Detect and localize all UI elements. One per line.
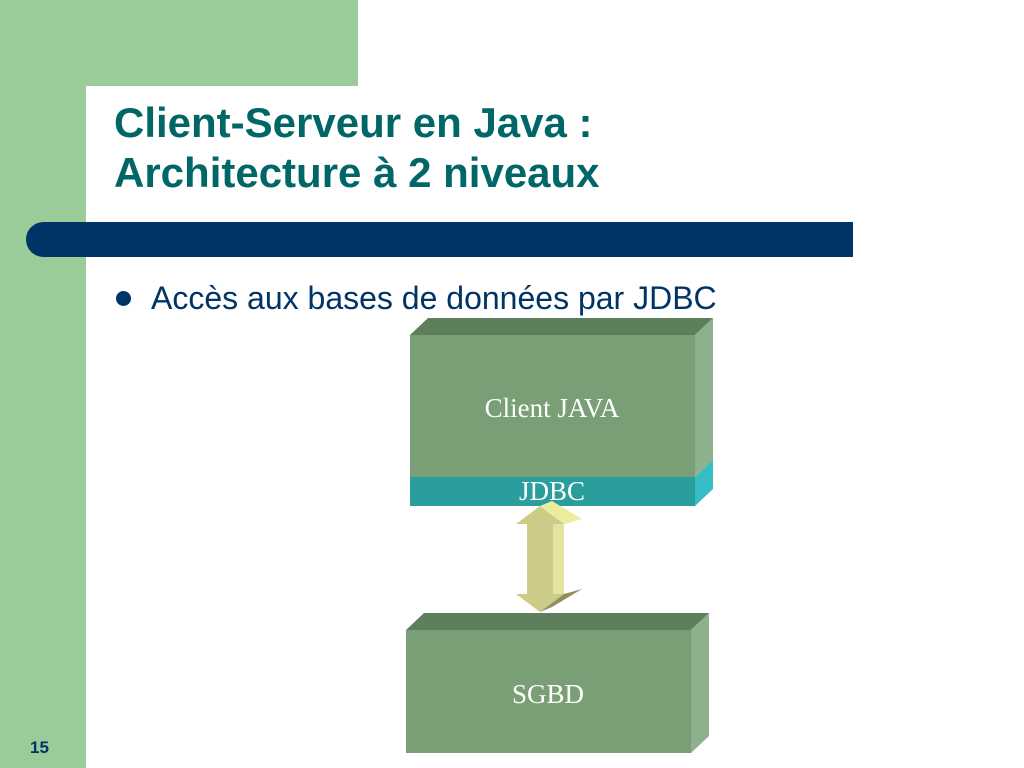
- bullet-dot-icon: [116, 290, 131, 306]
- jdbc-layer-side-face: [695, 460, 713, 506]
- bullet-item: Accès aux bases de données par JDBC: [116, 278, 717, 318]
- client-box-side-face: [695, 318, 713, 477]
- client-java-label: Client JAVA: [485, 393, 620, 423]
- jdbc-layer: JDBC: [410, 460, 713, 506]
- slide-title: Client-Serveur en Java : Architecture à …: [114, 98, 874, 198]
- arrow-shaft-highlight: [553, 524, 564, 594]
- sgbd-box-front-face: [406, 630, 691, 753]
- slide-title-line-2: Architecture à 2 niveaux: [114, 149, 600, 196]
- bullet-text: Accès aux bases de données par JDBC: [151, 279, 717, 316]
- client-java-box: Client JAVA: [410, 318, 713, 477]
- title-underline-bar: [26, 222, 853, 257]
- sgbd-box-top-face: [406, 613, 709, 630]
- slide-title-line-1: Client-Serveur en Java :: [114, 99, 593, 146]
- sgbd-label: SGBD: [512, 679, 584, 709]
- sgbd-box-side-face: [691, 613, 709, 753]
- background-accent-top: [0, 0, 358, 86]
- client-box-top-face: [410, 318, 713, 335]
- sgbd-box: SGBD: [406, 613, 709, 753]
- background-accent-left: [0, 0, 86, 768]
- arrow-front-face: [516, 506, 564, 612]
- page-number: 15: [30, 738, 49, 757]
- client-box-front-face: [410, 335, 695, 477]
- arrow-bottom-shadow: [540, 589, 582, 612]
- jdbc-layer-front-face: [410, 477, 695, 506]
- bidirectional-arrow-icon: [516, 501, 582, 612]
- arrow-top-highlight: [540, 501, 582, 524]
